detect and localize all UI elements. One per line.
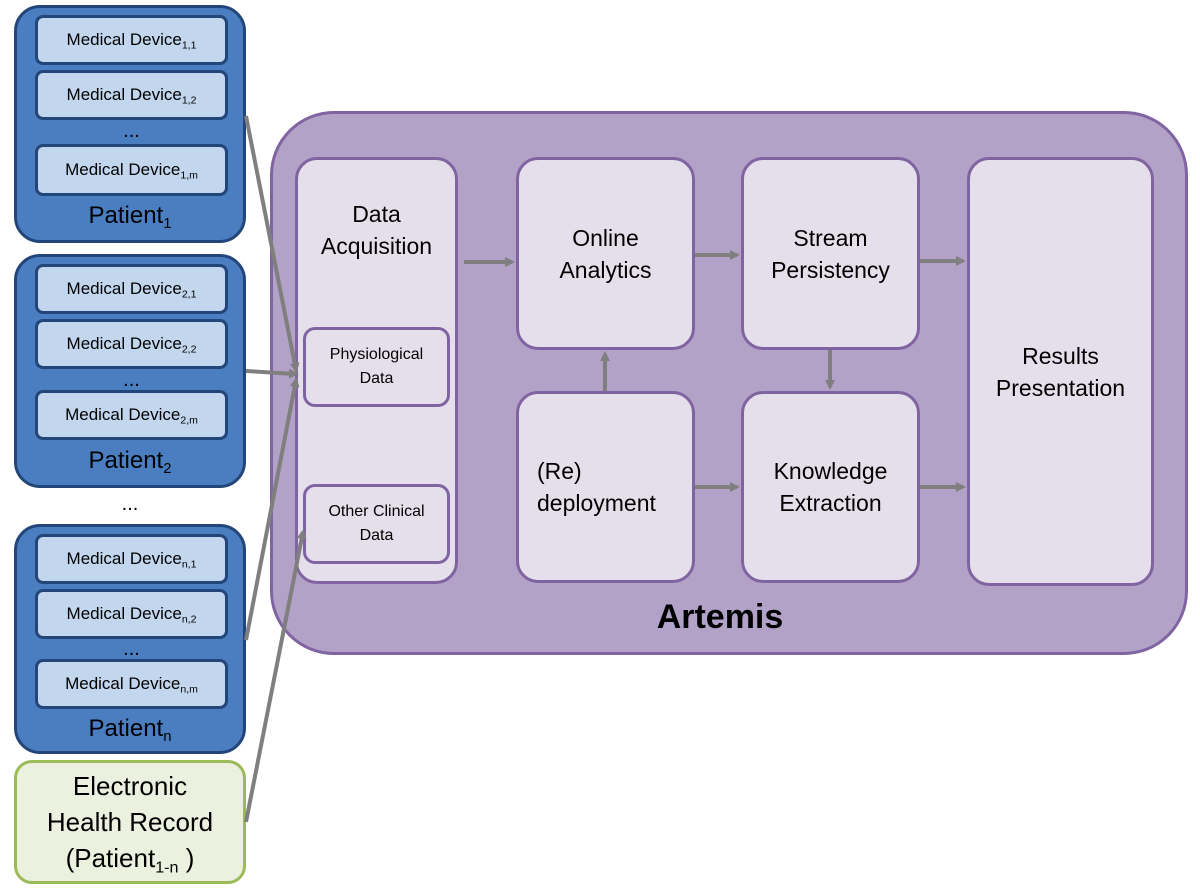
patient-n-group: Medical Devicen,1 Medical Devicen,2 ... …	[14, 524, 246, 754]
medical-device-2-m: Medical Device2,m	[35, 390, 228, 440]
online-analytics-box: Online Analytics	[516, 157, 695, 350]
redeployment-line-2: deployment	[537, 490, 656, 516]
device-ellipsis: ...	[123, 638, 140, 660]
device-ellipsis: ...	[123, 120, 140, 142]
patient-2-label: Patient2	[88, 447, 172, 478]
medical-device-1-1: Medical Device1,1	[35, 15, 228, 65]
data-acquisition-line-2: Acquisition	[320, 233, 433, 259]
stream-persistency-line-2: Persistency	[771, 256, 890, 283]
arrow-ehr-to-other-clinical	[244, 529, 307, 823]
other-clinical-line-2: Data	[359, 527, 394, 544]
ehr-line-2: Health Record	[46, 807, 214, 837]
results-presentation-line-2: Presentation	[995, 375, 1126, 401]
arrow-patient-2-to-acquisition	[245, 368, 299, 379]
artemis-title: Artemis	[656, 598, 784, 636]
electronic-health-record: Electronic Health Record (Patient1-n )	[14, 760, 246, 884]
device-label: Medical Device1,2	[66, 85, 197, 107]
online-analytics-line-1: Online	[572, 224, 639, 251]
redeployment-box: (Re) deployment	[516, 391, 695, 583]
data-acquisition-line-1: Data	[352, 201, 401, 227]
knowledge-extraction-box: Knowledge Extraction	[741, 391, 920, 583]
results-presentation-line-1: Results	[1022, 343, 1099, 369]
online-analytics-line-2: Analytics	[559, 256, 652, 283]
physiological-line-1: Physiological	[329, 346, 424, 363]
medical-device-n-m: Medical Devicen,m	[35, 659, 228, 709]
arrow-patient-n-to-acquisition	[244, 377, 300, 641]
device-ellipsis: ...	[123, 369, 140, 391]
device-label: Medical Device2,1	[66, 279, 197, 301]
other-clinical-line-1: Other Clinical	[328, 503, 425, 520]
device-label: Medical Devicen,2	[66, 604, 197, 626]
results-presentation-box: Results Presentation	[967, 157, 1154, 586]
arrow-patient-1-to-acquisition	[244, 115, 300, 373]
ehr-line-3: (Patient1-n )	[65, 843, 195, 877]
patient-n-label: Patientn	[88, 715, 172, 746]
stream-persistency-line-1: Stream	[793, 224, 868, 251]
medical-device-1-m: Medical Device1,m	[35, 144, 228, 196]
stream-persistency-box: Stream Persistency	[741, 157, 920, 350]
device-label: Medical Device1,m	[65, 160, 198, 182]
device-label: Medical Device1,1	[66, 30, 197, 52]
patients-ellipsis: ...	[121, 493, 139, 515]
device-label: Medical Device2,2	[66, 334, 197, 356]
medical-device-n-2: Medical Devicen,2	[35, 589, 228, 639]
device-label: Medical Device2,m	[65, 405, 198, 427]
other-clinical-data-box: Other Clinical Data	[303, 484, 450, 564]
knowledge-extraction-line-1: Knowledge	[773, 458, 888, 484]
medical-device-n-1: Medical Devicen,1	[35, 534, 228, 584]
patient-1-group: Medical Device1,1 Medical Device1,2 ... …	[14, 5, 246, 243]
device-label: Medical Devicen,m	[65, 674, 198, 696]
redeployment-line-1: (Re)	[537, 458, 582, 484]
physiological-data-box: Physiological Data	[303, 327, 450, 407]
ehr-line-1: Electronic	[72, 771, 188, 801]
patient-1-label: Patient1	[88, 202, 172, 233]
medical-device-2-1: Medical Device2,1	[35, 264, 228, 314]
medical-device-2-2: Medical Device2,2	[35, 319, 228, 369]
physiological-line-2: Data	[359, 370, 394, 387]
knowledge-extraction-line-2: Extraction	[779, 490, 882, 516]
device-label: Medical Devicen,1	[66, 549, 197, 571]
medical-device-1-2: Medical Device1,2	[35, 70, 228, 120]
patient-2-group: Medical Device2,1 Medical Device2,2 ... …	[14, 254, 246, 488]
